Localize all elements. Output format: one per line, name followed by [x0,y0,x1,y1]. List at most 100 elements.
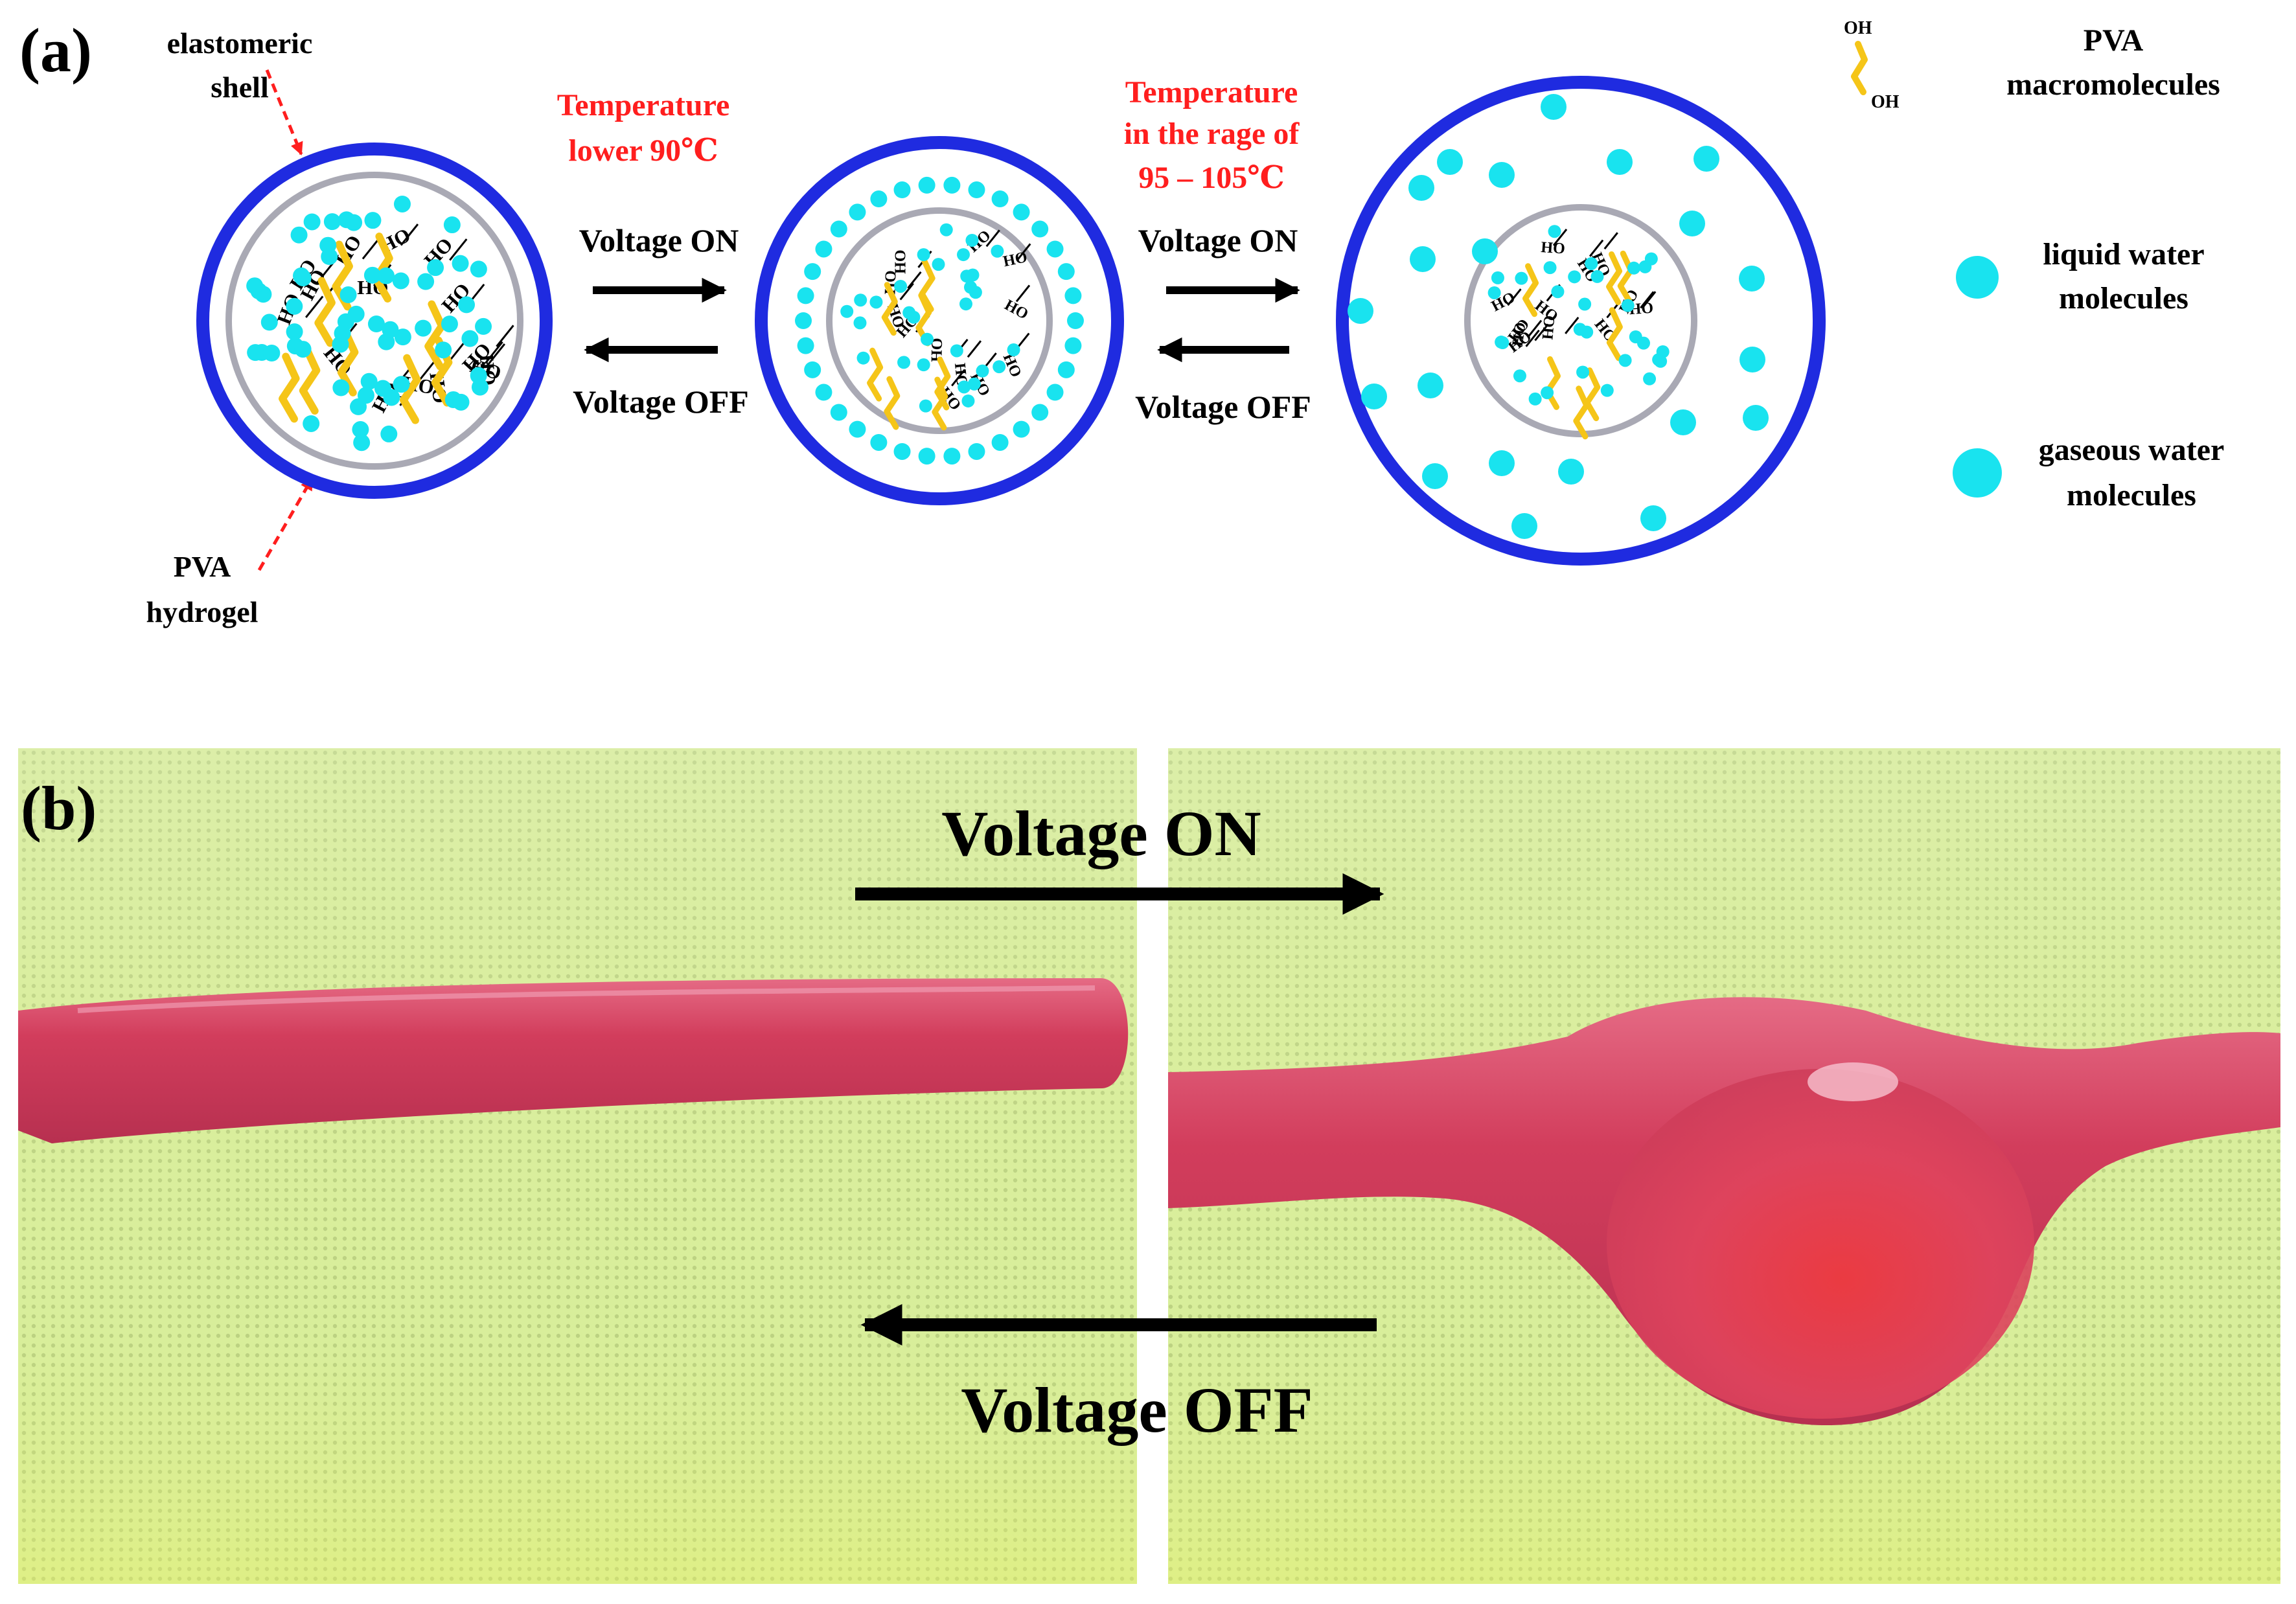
liquid-water-molecule [939,223,953,236]
bond-line [362,237,381,260]
gaseous-water-molecule [1418,372,1443,398]
liquid-water-molecule [1585,257,1598,270]
liquid-water-molecule [367,315,385,333]
pva-chain [314,277,336,347]
panel-a-label: (a) [19,16,92,85]
liquid-water-molecule [958,380,971,394]
bond-line [907,271,922,289]
bond-line [1565,316,1579,334]
bond-line [985,229,1000,247]
liquid-water-molecule [830,404,847,421]
liquid-water-molecule [303,415,320,432]
liquid-water-molecule [1600,384,1614,397]
elastomeric-shell-pointer [265,69,303,155]
liquid-water-molecule [976,364,989,378]
pva-chain [424,300,446,371]
liquid-water-molecule [959,297,972,311]
liquid-water-molecule [286,323,303,341]
liquid-water-molecule [1057,361,1075,378]
liquid-water-molecule [893,442,911,460]
liquid-water-molecule [286,297,303,315]
pva-hydrogel-pointer [257,477,314,571]
liquid-water-molecule [452,255,469,272]
liquid-water-molecule [427,259,444,277]
liquid-water-molecule [1064,287,1082,304]
liquid-water-molecule [918,448,936,465]
bond-line [496,325,514,347]
liquid-water-molecule [968,442,985,460]
liquid-water-molecule [1636,336,1650,350]
pva-chain [932,376,948,431]
liquid-water-molecule [441,315,458,333]
gaseous-water-molecule [1408,175,1434,201]
liquid-water-molecule [1046,240,1064,258]
liquid-water-molecule [1046,384,1064,401]
liquid-water-molecule [1057,263,1075,281]
liquid-water-molecule [443,216,461,234]
pva-chain [919,258,936,312]
liquid-water-molecule [815,240,832,258]
liquid-water-molecule [345,214,363,231]
bond-line [485,341,503,364]
liquid-water-molecule [815,384,832,401]
bond-line [1525,329,1540,347]
gaseous-water-molecule [1640,505,1666,531]
liquid-water-molecule [321,248,338,266]
liquid-water-molecule [393,376,410,393]
liquid-water-molecule [263,344,281,361]
pva-chain [1617,250,1634,304]
liquid-water-molecule [339,286,357,304]
voltage-off-label-b: Voltage OFF [961,1374,1313,1446]
liquid-water-molecule [991,244,1004,258]
liquid-water-molecule [260,314,278,331]
liquid-water-molecule [849,203,866,221]
liquid-water-molecule [893,181,911,199]
actuator-tube-relaxed [18,978,1129,1143]
bond-line [400,223,419,246]
liquid-water-molecule [968,181,985,199]
liquid-water-molecule [907,310,921,324]
liquid-water-molecule [921,332,934,346]
gaseous-water-molecule [1348,298,1373,324]
bond-line [1015,284,1031,303]
liquid-water-molecule [357,387,374,404]
panel-b-label: (b) [21,773,97,843]
gaseous-water-molecule [1410,246,1436,272]
liquid-water-molecule [917,248,930,262]
gaseous-water-molecule [1472,238,1498,264]
liquid-water-molecule [1551,285,1565,299]
elastomeric-shell-label-2: shell [211,71,268,104]
voltage-on-label-2: Voltage ON [1138,222,1298,258]
liquid-water-molecule [378,267,395,284]
liquid-water-molecule [417,273,435,290]
liquid-water-molecule [1543,261,1557,275]
actuator-bulb [1607,1069,2034,1419]
liquid-water-molecule [950,344,963,358]
liquid-water-molecule [363,266,381,284]
pva-chain [1606,251,1623,305]
liquid-water-molecule [461,330,479,347]
gaseous-water-molecule [1739,347,1765,372]
gaseous-water-molecule [1693,146,1719,172]
gaseous-water-molecule [1607,149,1633,175]
pva-chain [881,282,898,336]
liquid-water-molecule [917,358,930,372]
ho-group-label: HO [1510,321,1530,348]
pva-chain [279,352,300,423]
legend-gaseous-water-icon [1953,448,2002,498]
liquid-water-molecule [374,380,391,397]
voltage-off-label-2: Voltage OFF [1135,389,1311,425]
bond-line [449,238,468,261]
legend-liquid-label-1: liquid water [2043,237,2204,271]
bond-line [951,369,966,387]
liquid-water-molecule [246,277,264,295]
bond-line [1527,319,1543,338]
bond-line [1640,291,1655,309]
liquid-water-molecule [380,425,398,442]
legend-gas-label-1: gaseous water [2039,433,2225,467]
liquid-water-molecule [1627,261,1640,275]
legend-pva-label-1: PVA [2084,23,2144,58]
liquid-water-molecule [795,312,812,329]
gaseous-water-molecule [1743,405,1769,431]
